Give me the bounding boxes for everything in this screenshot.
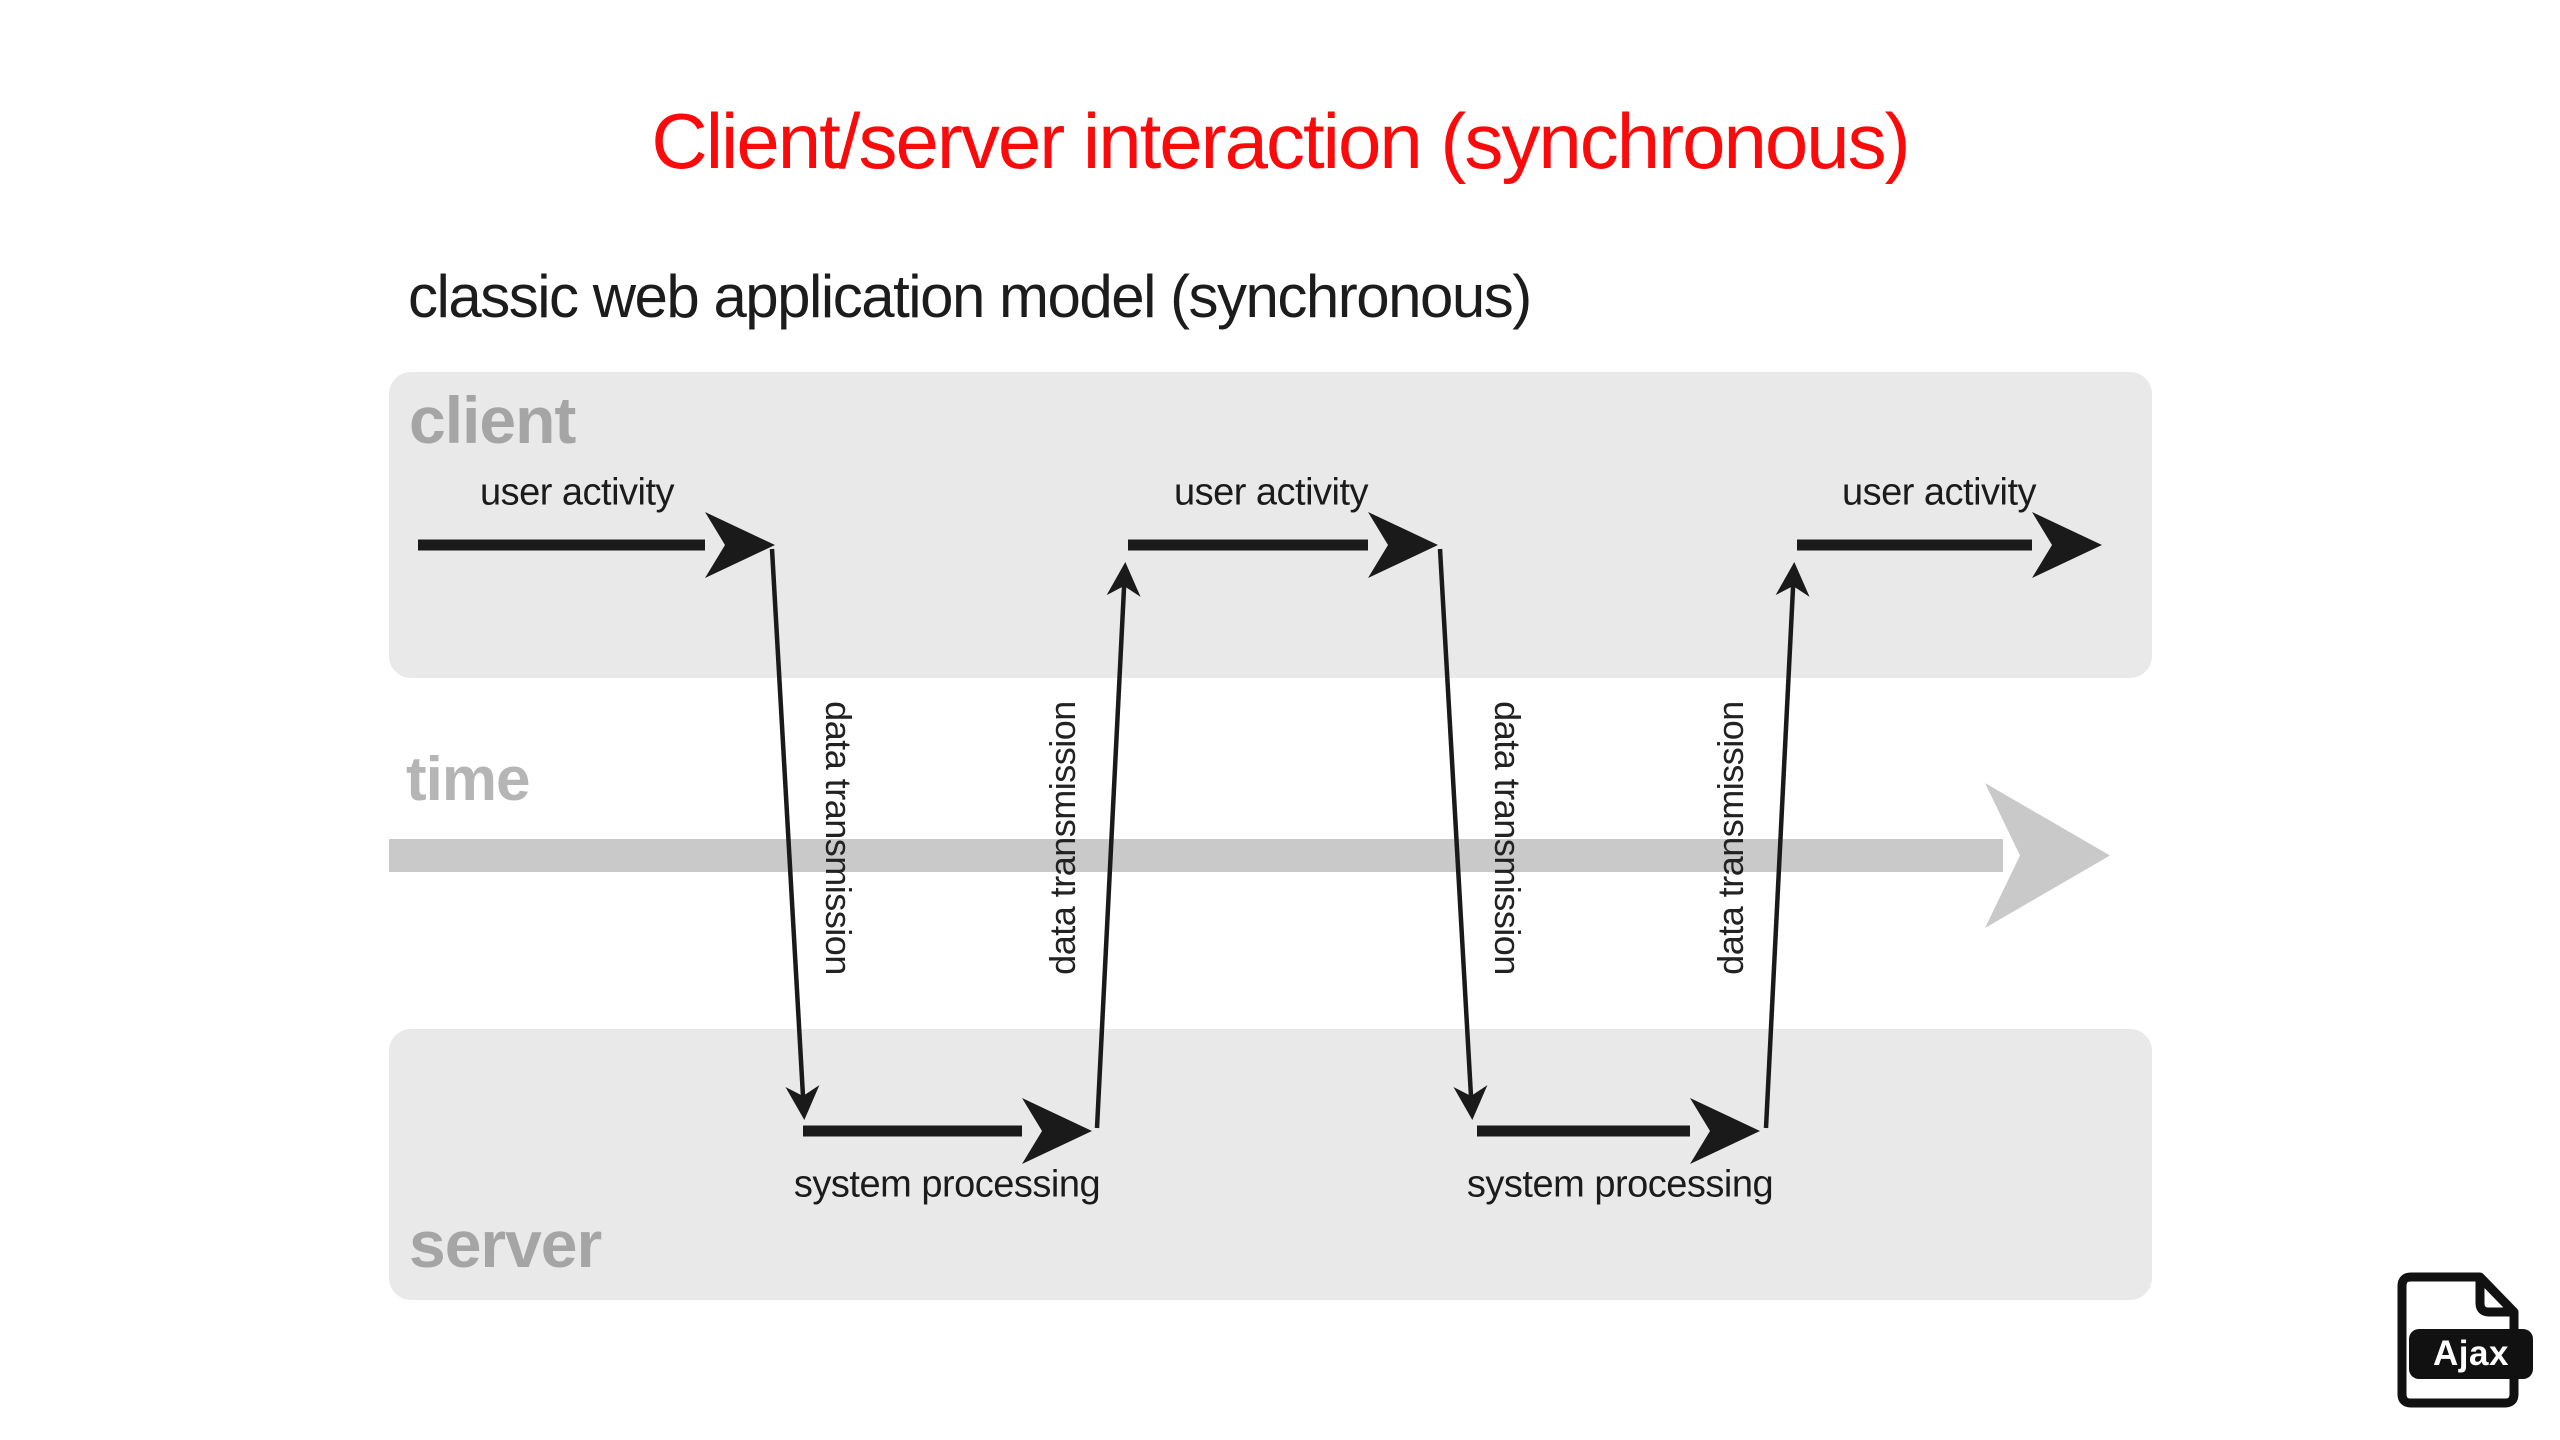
user-activity-arrow-1 [418, 512, 775, 578]
diagram-title: classic web application model (synchrono… [408, 263, 1532, 330]
data-transmission-label-3: data transmission [1487, 701, 1528, 975]
data-transmission-label-1: data transmission [818, 701, 859, 975]
data-transmission-line-up-2 [1763, 562, 1810, 1129]
server-band [389, 1029, 2152, 1300]
time-axis-label: time [406, 745, 530, 814]
client-band-label: client [409, 383, 576, 457]
user-activity-label-3: user activity [1841, 471, 2037, 514]
data-transmission-line-up-1 [1094, 562, 1141, 1129]
user-activity-arrow-3 [1797, 512, 2102, 578]
data-transmission-line-down-1 [769, 548, 820, 1120]
system-processing-label-1: system processing [793, 1163, 1101, 1206]
data-transmission-line-down-2 [1437, 548, 1488, 1120]
client-band [389, 372, 2152, 678]
slide-title: Client/server interaction (synchronous) [651, 97, 1910, 185]
user-activity-label-1: user activity [479, 471, 675, 514]
data-transmission-label-4: data transmission [1710, 701, 1751, 975]
data-transmission-label-2: data transmission [1042, 701, 1083, 975]
ajax-badge: Ajax [2409, 1329, 2533, 1379]
system-processing-label-2: system processing [1466, 1163, 1774, 1206]
system-processing-arrow-1 [803, 1098, 1092, 1164]
user-activity-label-2: user activity [1173, 471, 1369, 514]
time-arrow [389, 783, 2110, 928]
server-band-label: server [409, 1207, 602, 1281]
ajax-badge-label: Ajax [2433, 1334, 2509, 1373]
ajax-file-icon: Ajax [2388, 1268, 2538, 1413]
system-processing-arrow-2 [1477, 1098, 1760, 1164]
user-activity-arrow-2 [1128, 512, 1438, 578]
